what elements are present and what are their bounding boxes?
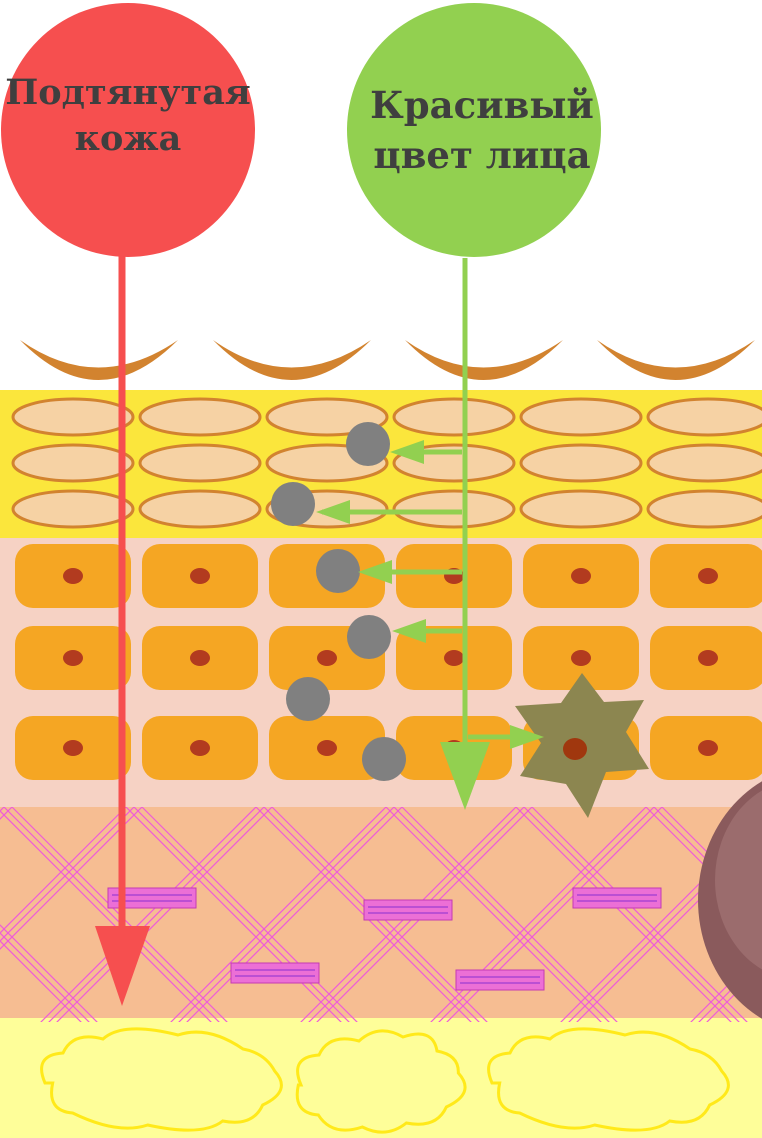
flattened-cell	[521, 445, 641, 481]
keratinocyte-nucleus	[571, 568, 591, 584]
flattened-cell	[13, 445, 133, 481]
keratinocyte-nucleus	[190, 740, 210, 756]
pigment-dot-icon	[362, 737, 406, 781]
hypodermis-layer	[0, 1018, 762, 1138]
flattened-cell	[521, 491, 641, 527]
keratinocyte-nucleus	[63, 740, 83, 756]
flattened-cell	[648, 445, 762, 481]
pigment-dot-icon	[271, 482, 315, 526]
keratinocyte-nucleus	[317, 740, 337, 756]
elastin-bar	[573, 888, 661, 908]
complexion-circle	[347, 3, 601, 257]
surface-scale	[597, 340, 755, 380]
flattened-cell	[140, 491, 260, 527]
pigment-dot-icon	[316, 549, 360, 593]
flattened-cell	[521, 399, 641, 435]
tight-skin-label-line1: Подтянутая	[5, 72, 251, 113]
keratinocyte-nucleus	[444, 650, 464, 666]
keratinocyte-nucleus	[698, 740, 718, 756]
flattened-cell	[648, 399, 762, 435]
surface-scales	[20, 340, 755, 380]
surface-scale	[20, 340, 178, 380]
complexion-label-line2: цвет лица	[373, 133, 590, 177]
pigment-dot-icon	[286, 677, 330, 721]
surface-scale	[213, 340, 371, 380]
flattened-cell	[648, 491, 762, 527]
keratinocyte-nucleus	[698, 650, 718, 666]
flattened-cell	[140, 445, 260, 481]
pigment-dot-icon	[347, 615, 391, 659]
pigment-dot-icon	[346, 422, 390, 466]
elastin-bar	[456, 970, 544, 990]
surface-scale	[405, 340, 563, 380]
flattened-cell	[394, 491, 514, 527]
tight-skin-label-line2: кожа	[75, 118, 182, 159]
flattened-cell	[140, 399, 260, 435]
complexion-label-line1: Красивый	[370, 83, 594, 127]
keratinocyte-nucleus	[63, 568, 83, 584]
flattened-cell	[394, 399, 514, 435]
keratinocyte-nucleus	[190, 568, 210, 584]
elastin-bar	[364, 900, 452, 920]
keratinocyte-nucleus	[190, 650, 210, 666]
flattened-cell	[13, 491, 133, 527]
flattened-cell	[13, 399, 133, 435]
keratinocyte-nucleus	[63, 650, 83, 666]
elastin-bar	[231, 963, 319, 983]
keratinocyte-nucleus	[571, 650, 591, 666]
keratinocyte-nucleus	[317, 650, 337, 666]
keratinocyte-nucleus	[698, 568, 718, 584]
